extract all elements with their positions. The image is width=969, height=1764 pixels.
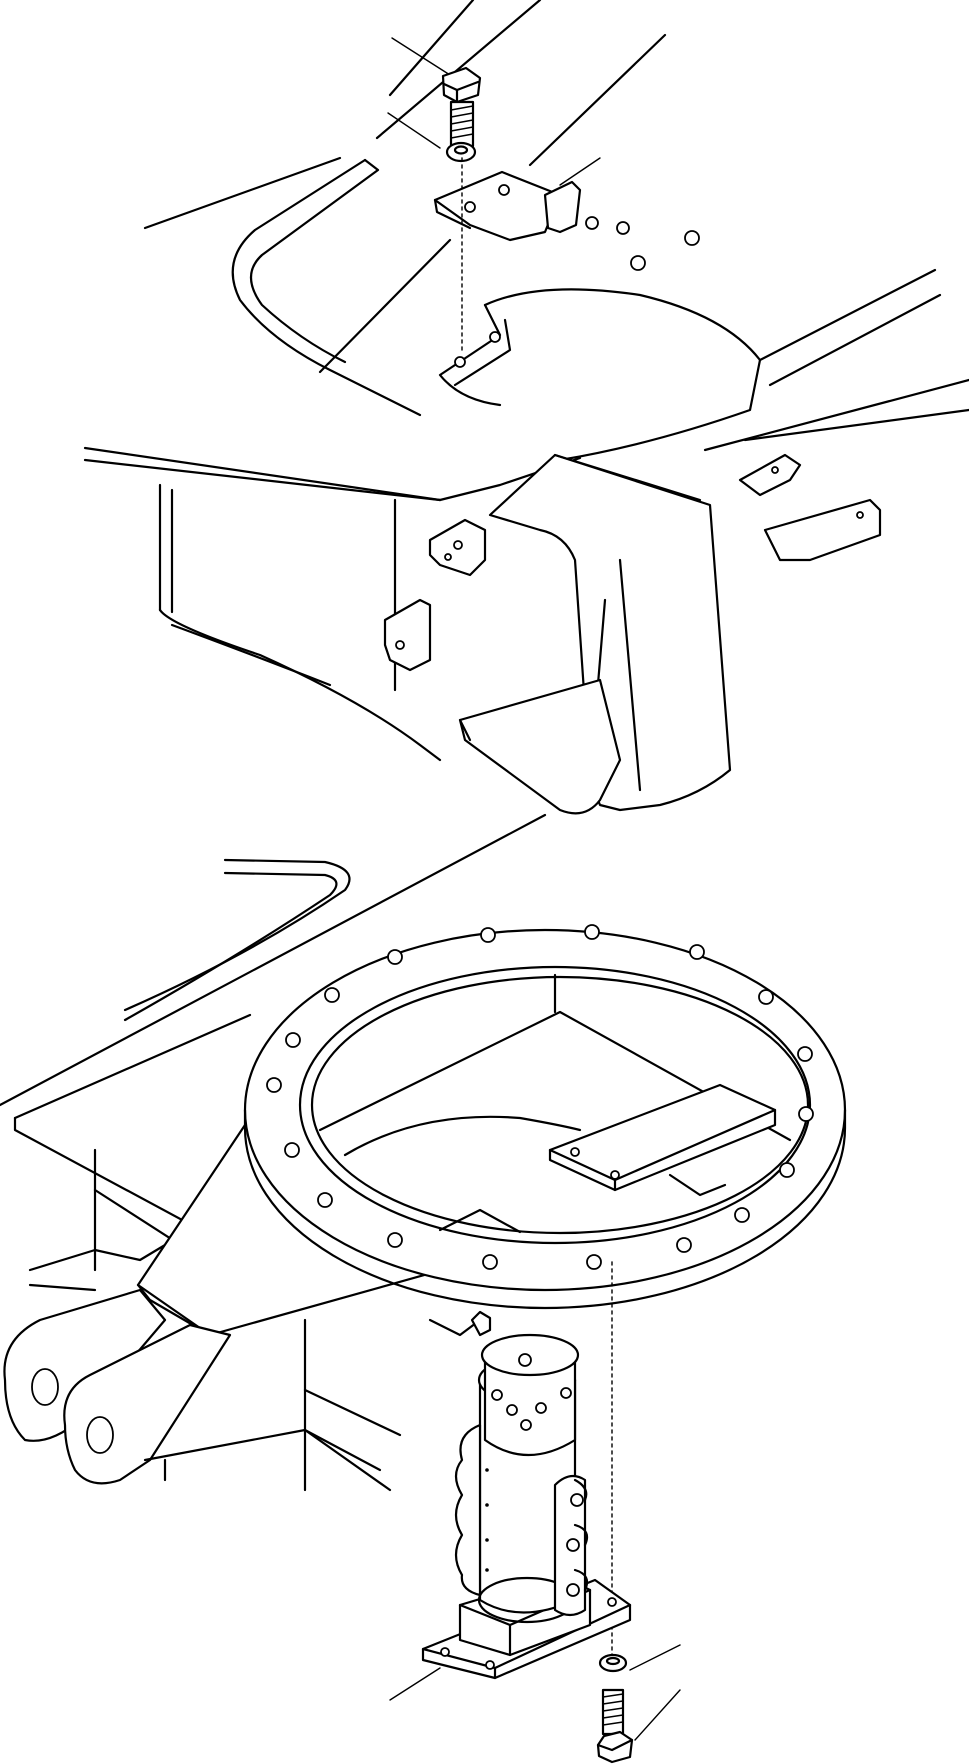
- lower-bolt[interactable]: [596, 1688, 681, 1764]
- upper-washer[interactable]: [387, 112, 477, 163]
- swivel-joint-leader: [389, 1667, 441, 1701]
- lower-washer[interactable]: [598, 1644, 681, 1673]
- swivel-joint[interactable]: [421, 1310, 632, 1680]
- lower-frame: [0, 813, 847, 1656]
- flange-holes: [266, 924, 814, 1270]
- upper-frame: [83, 0, 969, 815]
- bracket[interactable]: [433, 157, 601, 353]
- upper-bolt[interactable]: [391, 37, 482, 148]
